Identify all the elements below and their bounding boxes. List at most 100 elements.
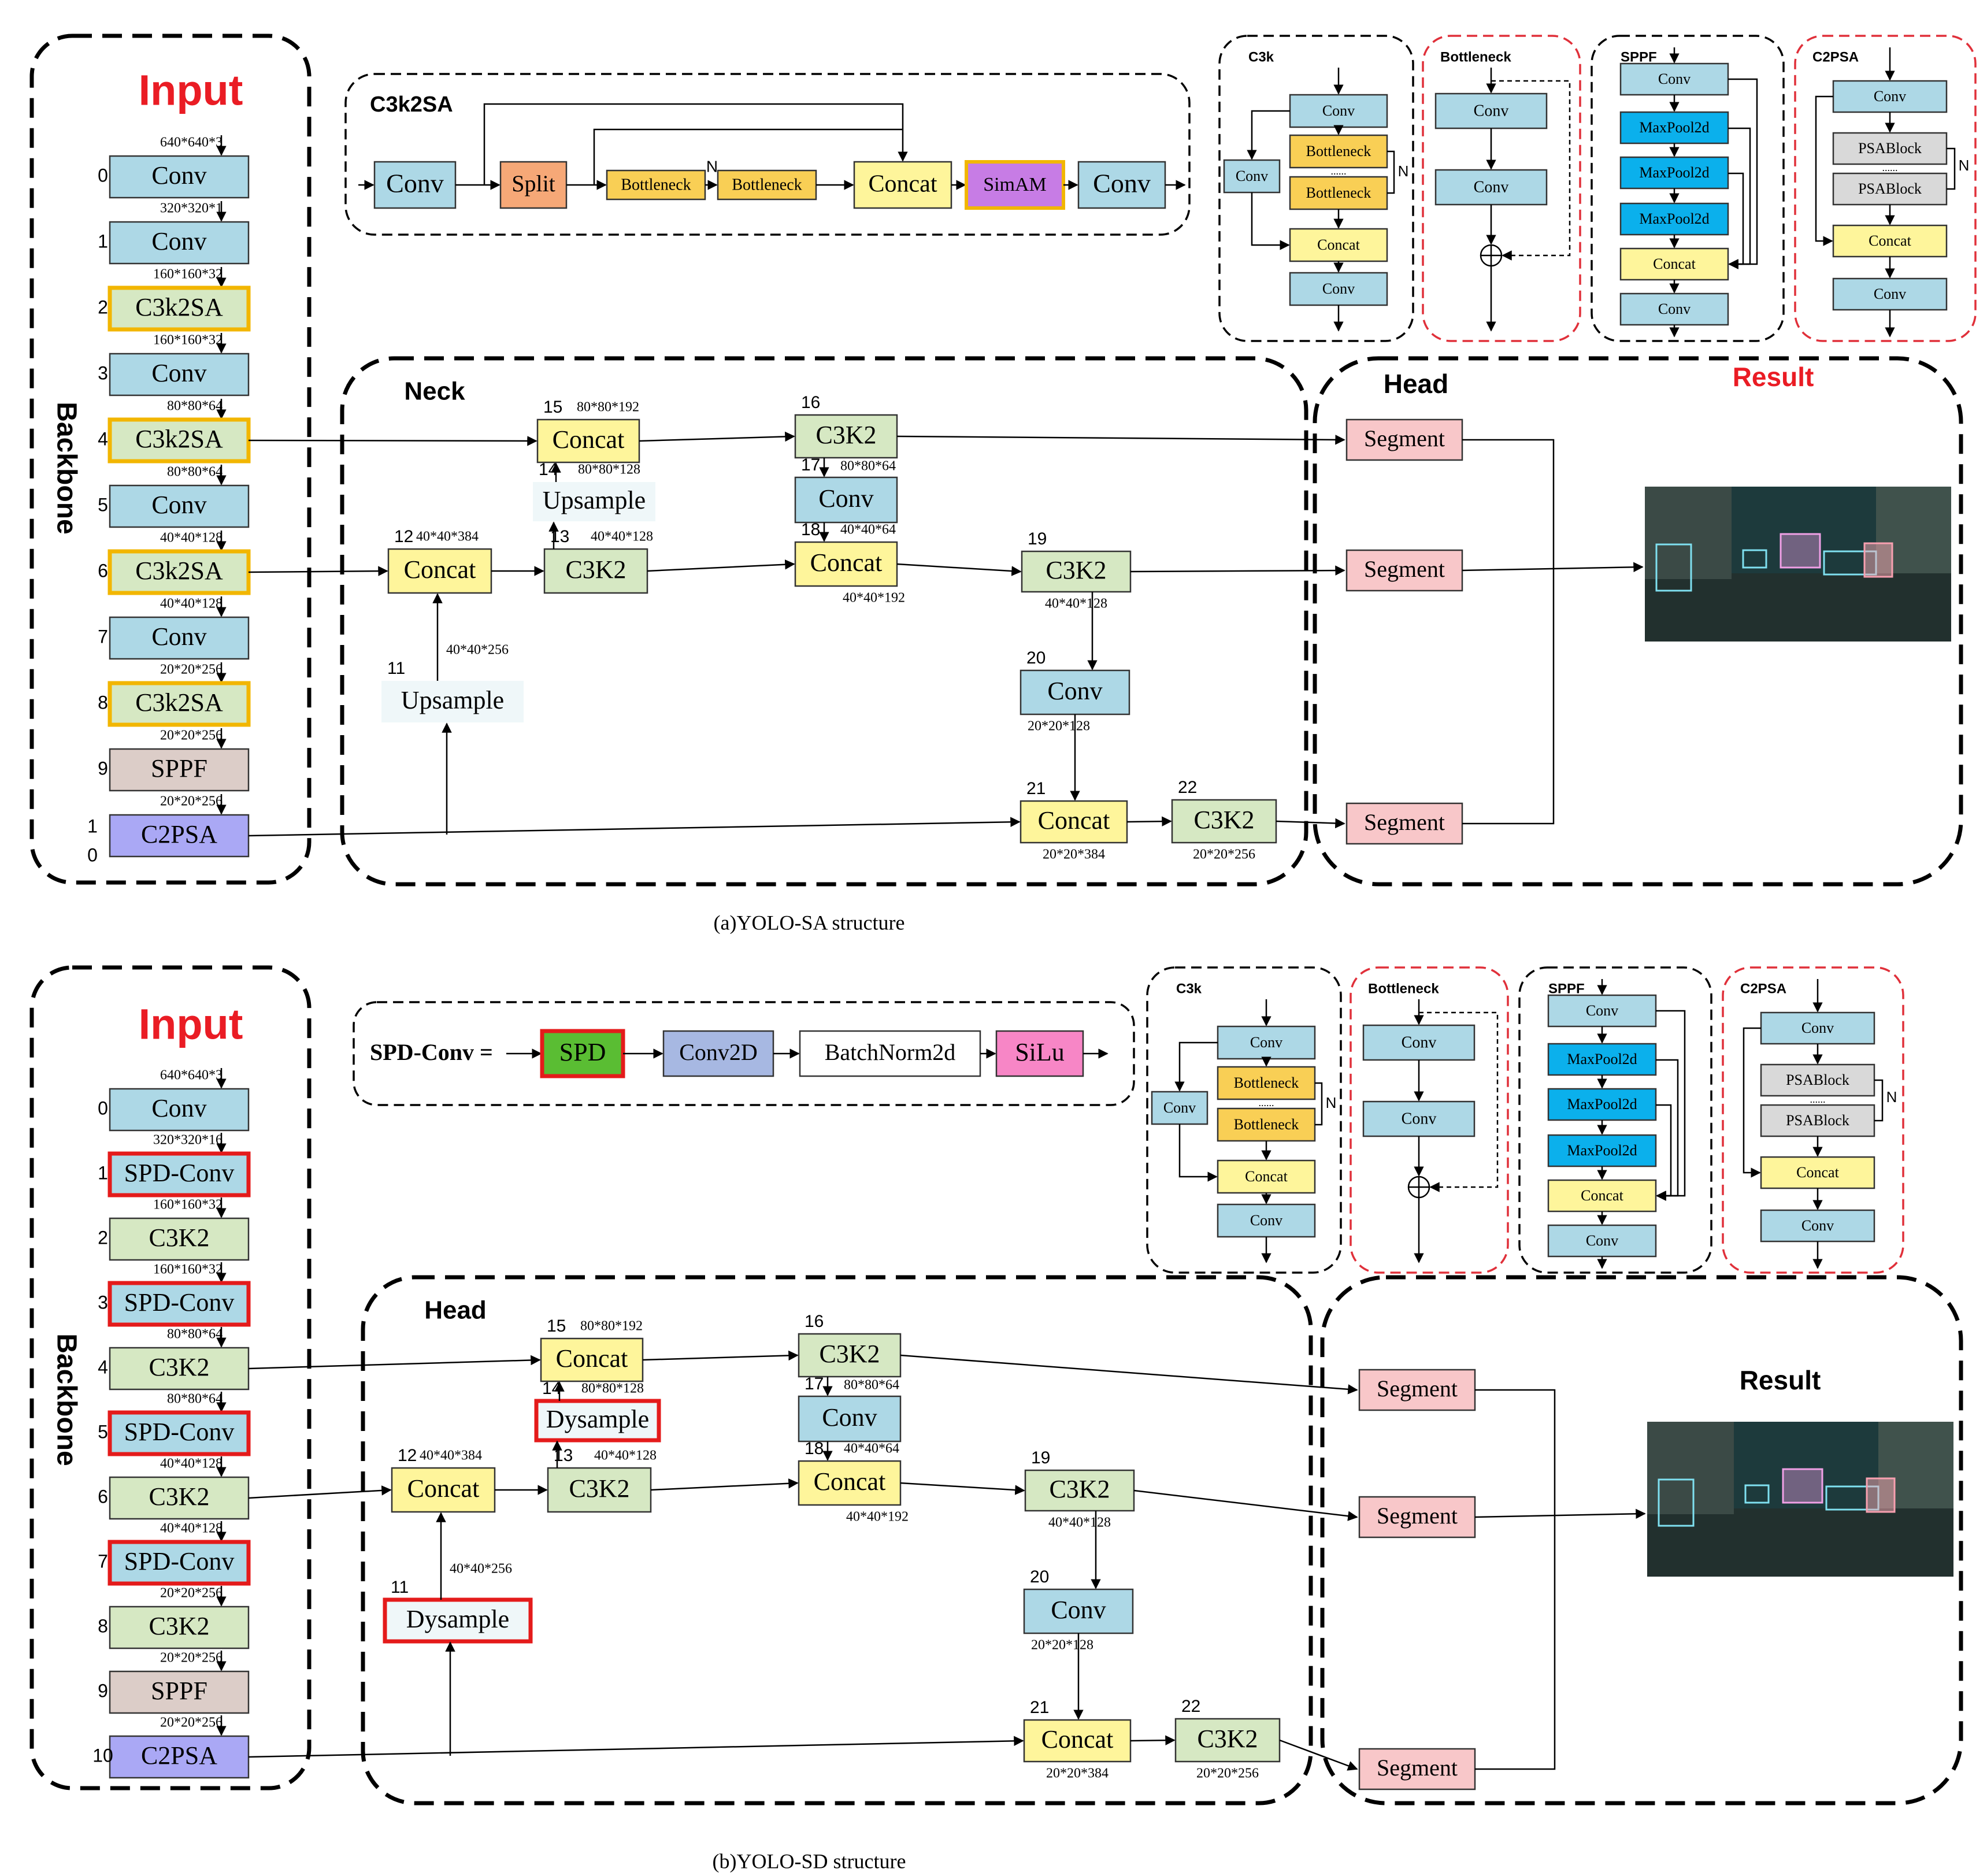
inset-sppf-3-rect bbox=[1619, 202, 1729, 236]
edge bbox=[248, 1485, 392, 1499]
inset-c2psa-concat-rect bbox=[1760, 1156, 1875, 1189]
backbone-dim: 80*80*64 bbox=[167, 399, 223, 414]
inset-c2psa-concat: Concat bbox=[1760, 1156, 1875, 1189]
neck-node-22-rect bbox=[1171, 799, 1277, 844]
neck-dim: 20*20*256 bbox=[1196, 1766, 1259, 1781]
module-item-1-label: Conv2D bbox=[679, 1039, 758, 1065]
inset-sppf-title: SPPF bbox=[1548, 981, 1585, 996]
layer-index: 9 bbox=[98, 1680, 108, 1701]
neck-panel bbox=[340, 356, 1308, 887]
inset-c2psa-conv: Conv bbox=[1760, 1011, 1875, 1045]
segment-2: Segment bbox=[1358, 1748, 1476, 1790]
neck-dim: 40*40*256 bbox=[450, 1562, 512, 1577]
edge bbox=[248, 566, 388, 576]
neck-node-13: C3K2 bbox=[543, 548, 648, 594]
inset-sppf-0-rect bbox=[1619, 62, 1729, 96]
layer-index: 3 bbox=[98, 362, 108, 383]
edge bbox=[1279, 1739, 1358, 1771]
neck-dim: 80*80*64 bbox=[840, 459, 896, 474]
inset-c2psa-title: C2PSA bbox=[1812, 49, 1859, 65]
inset-c2psa-title: C2PSA bbox=[1740, 981, 1786, 996]
neck-dim: 40*40*64 bbox=[840, 522, 896, 537]
inset-sppf-5-label: Conv bbox=[1658, 301, 1691, 317]
inset-c3k-bneck-label: Bottleneck bbox=[1306, 143, 1371, 160]
inset-c2psa-conv: Conv bbox=[1832, 80, 1948, 113]
neck-node-17: Conv bbox=[798, 1395, 902, 1443]
segment-1: Segment bbox=[1358, 1496, 1476, 1538]
neck-index: 21 bbox=[1026, 779, 1046, 798]
backbone-conv-rect bbox=[109, 484, 250, 528]
backbone-conv: Conv bbox=[109, 616, 250, 660]
neck-node-22-rect bbox=[1174, 1718, 1281, 1763]
backbone-c3k2-rect bbox=[109, 1476, 250, 1520]
inset-c3k-concat-label: Concat bbox=[1317, 236, 1360, 253]
neck-dim: 80*80*128 bbox=[581, 1381, 644, 1396]
module-item-4: Concat bbox=[853, 161, 952, 209]
inset-c2psa-psa2-label: PSABlock bbox=[1858, 180, 1922, 197]
neck-node-18: Concat bbox=[798, 1460, 902, 1506]
segment-1-label: Segment bbox=[1364, 556, 1445, 582]
detection-box bbox=[1863, 542, 1893, 578]
result-title: Result bbox=[1733, 362, 1814, 392]
neck-dim: 40*40*128 bbox=[594, 1448, 657, 1463]
backbone-sppf-label: SPPF bbox=[151, 1677, 207, 1705]
neck-index: 22 bbox=[1181, 1697, 1200, 1716]
part-1: InputBackbone640*640*3Conv0320*320*16SPD… bbox=[29, 965, 1963, 1873]
neck-title: Neck bbox=[404, 377, 465, 406]
neck-node-22: C3K2 bbox=[1171, 799, 1277, 844]
layer-index: 6 bbox=[98, 1486, 108, 1507]
neck-node-21-rect bbox=[1020, 800, 1128, 844]
inset-c2psa-psa2-rect bbox=[1832, 172, 1948, 206]
inset-c3k-conv2-label: Conv bbox=[1250, 1212, 1282, 1229]
segment-2-label: Segment bbox=[1377, 1755, 1458, 1781]
backbone-conv: Conv bbox=[109, 1088, 250, 1132]
inset-sppf-0-rect bbox=[1547, 994, 1657, 1028]
layer-index: 1 bbox=[87, 815, 98, 836]
module-item-5-label: SimAM bbox=[983, 174, 1047, 195]
inset-bottleneck-title: Bottleneck bbox=[1368, 981, 1439, 996]
neck-node-14: Dysample bbox=[534, 1399, 661, 1443]
inset-sppf-0-label: Conv bbox=[1586, 1002, 1618, 1019]
neck-node-16-label: C3K2 bbox=[819, 1340, 880, 1368]
backbone-conv: Conv bbox=[109, 353, 250, 396]
inset-c2psa-psa2: PSABlock bbox=[1760, 1104, 1875, 1137]
backbone-panel bbox=[29, 34, 312, 885]
module-panel bbox=[353, 1001, 1135, 1106]
inset-c3k-concat: Concat bbox=[1289, 228, 1388, 262]
module-item-4-label: Concat bbox=[869, 171, 937, 198]
backbone-c2psa-label: C2PSA bbox=[141, 820, 217, 848]
module-item-1-rect bbox=[662, 1030, 774, 1077]
inset-bneck-conv2-label: Conv bbox=[1474, 178, 1509, 196]
inset-sppf-4: Concat bbox=[1547, 1179, 1657, 1213]
inset-bottleneck bbox=[1422, 35, 1581, 342]
neck-node-21: Concat bbox=[1023, 1719, 1132, 1763]
inset-c2psa-psa2: PSABlock bbox=[1832, 172, 1948, 206]
backbone-spd-conv-label: SPD-Conv bbox=[124, 1418, 235, 1446]
edge bbox=[896, 435, 1345, 445]
module-item-5: SimAM bbox=[965, 160, 1065, 210]
backbone-c3k2-label: C3K2 bbox=[149, 1224, 209, 1252]
inset-c3k-concat: Concat bbox=[1217, 1159, 1316, 1194]
segment-1: Segment bbox=[1345, 549, 1463, 592]
edge bbox=[248, 1355, 541, 1370]
edge bbox=[1315, 1082, 1323, 1126]
segment-1-rect bbox=[1358, 1496, 1476, 1538]
detection-box bbox=[1742, 549, 1767, 569]
neck-node-22-label: C3K2 bbox=[1193, 806, 1254, 834]
layer-index: 5 bbox=[98, 1421, 108, 1442]
backbone-c3k2: C3K2 bbox=[109, 1476, 250, 1520]
inset-sppf-3-label: MaxPool2d bbox=[1567, 1142, 1637, 1159]
neck-node-19-label: C3K2 bbox=[1049, 1475, 1110, 1503]
inset-c3k-title: C3k bbox=[1176, 981, 1202, 996]
neck-node-13-rect bbox=[547, 1467, 652, 1513]
inset-sppf-2: MaxPool2d bbox=[1547, 1088, 1657, 1121]
inset-bneck-conv-label: Conv bbox=[1474, 102, 1509, 120]
backbone-dim: 160*160*32 bbox=[153, 1197, 223, 1213]
inset-c2psa bbox=[1722, 966, 1904, 1274]
neck-node-14: Upsample bbox=[533, 482, 655, 521]
backbone-c3k2: C3K2 bbox=[109, 1347, 250, 1391]
inset-bneck-conv-rect bbox=[1362, 1024, 1476, 1061]
neck-node-13-label: C3K2 bbox=[565, 555, 626, 584]
backbone-title: Backbone bbox=[51, 1333, 81, 1466]
backbone-dim: 20*20*256 bbox=[160, 1715, 223, 1730]
